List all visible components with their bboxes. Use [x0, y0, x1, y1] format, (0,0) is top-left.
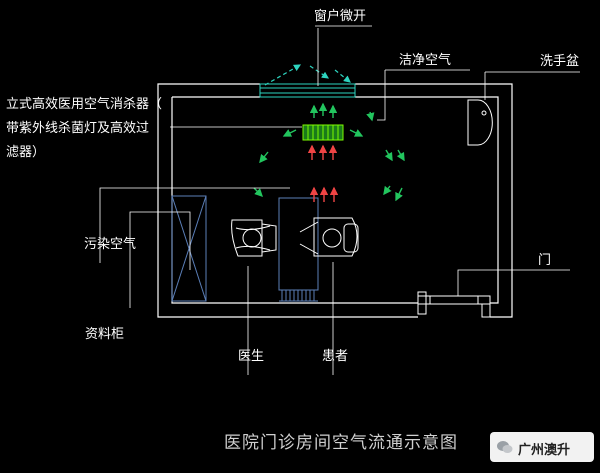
label-clean-air: 洁净空气	[399, 53, 452, 68]
label-disinfector-line1: 立式高效医用空气消杀器（	[6, 97, 163, 112]
air-disinfector	[302, 124, 344, 141]
window-airflow	[264, 64, 351, 86]
diagram-title: 医院门诊房间空气流通示意图	[224, 433, 458, 453]
label-polluted-air: 污染空气	[84, 237, 137, 252]
wechat-icon	[496, 438, 514, 456]
window	[259, 83, 356, 98]
sink	[467, 99, 493, 146]
leader-lines	[99, 25, 580, 375]
room-walls	[157, 83, 513, 318]
filing-cabinet	[171, 195, 207, 302]
desk	[278, 197, 319, 291]
door	[417, 291, 491, 318]
polluted-airflow-arrows	[307, 144, 339, 202]
desk-chair-slats	[279, 289, 318, 302]
doctor-figure	[231, 219, 277, 257]
label-disinfector-line3: 滤器）	[6, 145, 46, 160]
label-disinfector-line2: 带紫外线杀菌灯及高效过	[6, 121, 150, 136]
clean-airflow-arrows	[253, 102, 405, 202]
label-cabinet: 资料柜	[85, 327, 125, 342]
label-patient: 患者	[322, 349, 349, 364]
label-doctor: 医生	[238, 349, 265, 364]
patient-figure	[299, 217, 359, 257]
label-sink: 洗手盆	[540, 54, 580, 69]
watermark-text: 广州澳升	[518, 443, 571, 458]
label-door: 门	[538, 253, 552, 268]
label-window: 窗户微开	[314, 9, 367, 24]
